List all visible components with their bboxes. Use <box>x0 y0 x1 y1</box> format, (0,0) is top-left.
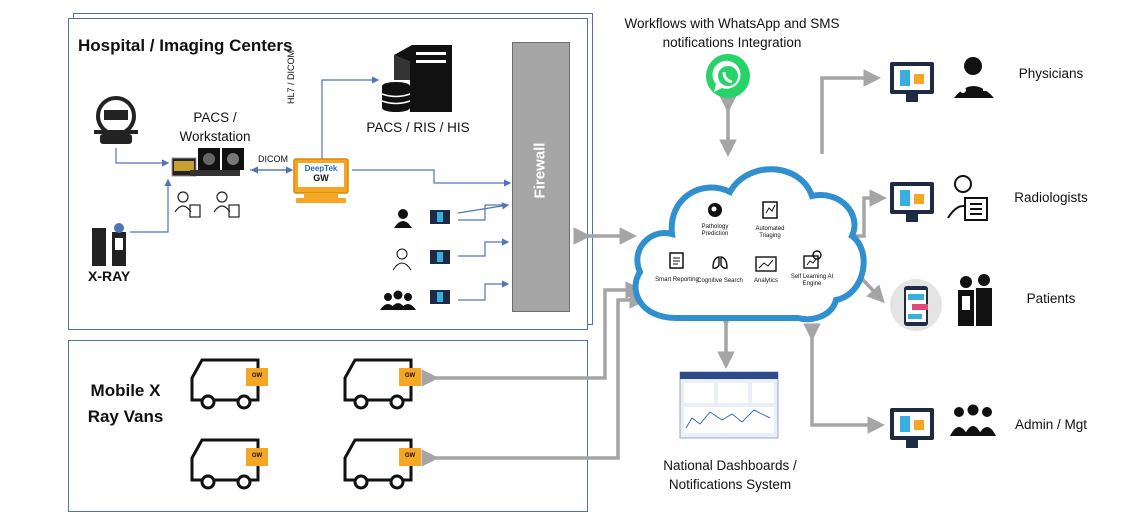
cloud-feature-label: Pathology Prediction <box>701 224 729 237</box>
gateway-brand: DeepTek <box>304 164 338 173</box>
right-monitors <box>890 62 934 448</box>
van-unit-label: GW <box>404 453 416 459</box>
physician-icon <box>954 57 994 98</box>
gateway-label: GW <box>313 173 329 183</box>
patients-label: Patients <box>1026 291 1076 306</box>
hospital-users <box>380 209 450 310</box>
analytics-icon <box>755 256 777 272</box>
admin-group-icon <box>950 404 996 436</box>
standing-xray-icon <box>92 223 126 266</box>
cloud-feature-label: Analytics <box>753 278 778 284</box>
dashboard-label: National Dashboards / Notifications Syst… <box>663 458 797 492</box>
cloud-feature-label: Automated Triaging <box>755 226 785 239</box>
hospital-connectors <box>115 76 512 301</box>
physicians-label: Physicians <box>1018 66 1084 81</box>
report-icon <box>668 250 686 270</box>
hl7-dicom-label: HL7 / DICOM <box>286 49 296 104</box>
cloud-feature-label: Self Learning AI Engine <box>790 274 834 287</box>
cloud-feature-label: Smart Reporting <box>655 277 699 283</box>
cloud-shape <box>632 166 867 323</box>
van-unit-label: GW <box>251 453 263 459</box>
van-icons <box>190 358 421 490</box>
admin-label: Admin / Mgt <box>1014 417 1088 432</box>
pacs-ris-his-label: PACS / RIS / HIS <box>366 120 470 135</box>
hospital-title: Hospital / Imaging Centers <box>78 36 293 55</box>
gray-arrows <box>421 69 887 467</box>
whatsapp-label: Workflows with WhatsApp and SMS notifica… <box>624 16 840 50</box>
lungs-search-icon <box>710 254 730 272</box>
vans-title: Mobile X Ray Vans <box>87 381 164 426</box>
xray-label: X-RAY <box>88 268 131 284</box>
dicom-label: DICOM <box>258 154 288 164</box>
head-gear-icon <box>706 202 724 220</box>
server-icon <box>381 45 452 112</box>
whatsapp-icon <box>706 54 750 98</box>
van-unit-label: GW <box>404 373 416 379</box>
patients-icon <box>890 274 992 331</box>
ai-gear-icon <box>802 250 822 270</box>
xray-machine-icon <box>94 96 138 144</box>
pacs-workstation-label: PACS / Workstation <box>179 110 251 144</box>
pacs-workstation-icon <box>171 148 244 177</box>
radiologist-figures <box>174 191 240 218</box>
triage-icon <box>760 200 780 220</box>
radiologist-icon <box>947 175 988 221</box>
dashboard-screenshot <box>679 371 779 439</box>
cloud-feature-label: Cognitive Search <box>697 278 743 284</box>
deeptek-gateway-icon <box>293 158 349 203</box>
radiologists-label: Radiologists <box>1014 190 1088 205</box>
van-unit-label: GW <box>251 373 263 379</box>
